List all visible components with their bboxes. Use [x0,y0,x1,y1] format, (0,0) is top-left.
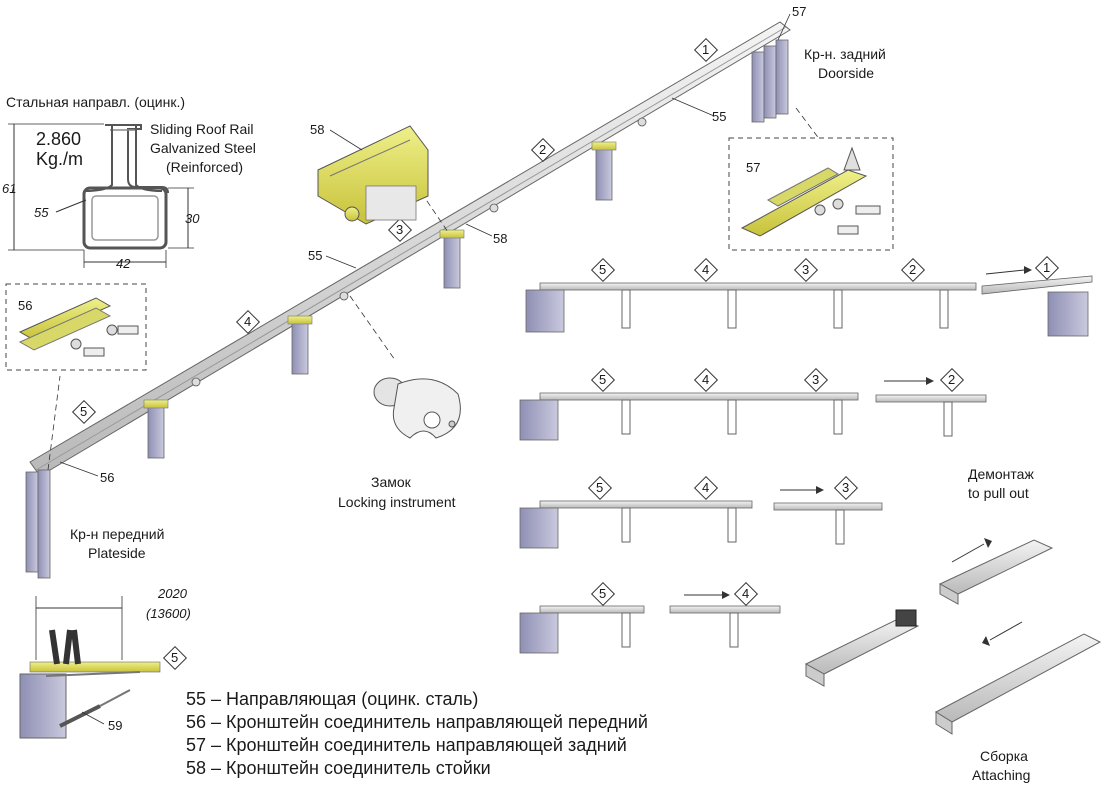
rear-bracket-detail [728,137,894,251]
assemble-ru: Сборка [980,748,1028,764]
section-5-label: 5 [80,404,88,419]
seq-r1-3: 3 [802,262,810,277]
rear-bracket-ref: 57 [792,4,807,19]
seq-r2-3: 3 [812,372,820,387]
lock-en: Locking instrument [338,494,456,510]
dim-inner: 30 [185,211,200,226]
profile-weight-unit: Kg./m [36,149,84,169]
assemble-en: Attaching [972,767,1031,783]
profile-title: Стальная направл. (оцинк.) [6,94,186,110]
legend-item: 55 – Направляющая (оцинк. сталь) [186,689,479,709]
section-2-label: 2 [539,142,547,157]
seq-r1-1: 1 [1043,260,1051,275]
profile-name-3: (Reinforced) [166,159,244,175]
main-rail [25,13,821,579]
seq-r1-2: 2 [909,262,917,277]
section-1-label: 1 [702,42,710,57]
section-markers [71,37,719,425]
seq-r4-4: 4 [742,586,750,601]
lock-ru: Замок [371,474,411,490]
seq-r4-5: 5 [599,586,607,601]
seq-r3-4: 4 [702,480,710,495]
legend-item: 56 – Кронштейн соединитель направляющей … [186,712,648,732]
seq-r3-3: 3 [842,480,850,495]
front-bracket-detail [5,283,147,371]
front-bracket-en: Plateside [88,545,146,561]
seq-r2-2: 2 [948,372,956,387]
seq-r1-5: 5 [599,262,607,277]
profile-part-ref: 55 [34,205,49,220]
dim-height: 61 [2,181,17,196]
seq-r3-5: 5 [596,480,604,495]
detail-58-ref: 58 [310,122,325,137]
rail-coupling-detail [804,538,1102,735]
dimension-length-alt: (13600) [146,606,191,621]
dimension-length: 2020 [158,586,187,601]
front-bracket-ref: 56 [100,470,115,485]
seq-r1-4: 4 [702,262,710,277]
rail-profile-drawing [8,123,194,268]
seq-r2-5: 5 [599,372,607,387]
trailer-front-detail [19,596,188,739]
rail-ref-mid: 55 [308,248,323,263]
locking-instrument [373,377,461,439]
profile-name-1: Sliding Roof Rail [150,121,254,137]
profile-weight: 2.860 [36,129,82,149]
seq-r2-4: 4 [702,372,710,387]
post-bracket-ref: 58 [493,231,508,246]
legend-item: 57 – Кронштейн соединитель направляющей … [186,735,627,755]
legend-item: 58 – Кронштейн соединитель стойки [186,758,491,778]
rail-ref-top: 55 [712,109,727,124]
detail-57-ref: 57 [746,160,761,175]
trailer-section-5: 5 [171,650,179,665]
section-3-label: 3 [396,222,404,237]
strut-ref: 59 [108,718,123,733]
detail-56-ref: 56 [18,298,33,313]
dim-width: 42 [116,256,131,271]
parts-legend: 55 – Направляющая (оцинк. сталь) 56 – Кр… [186,688,648,780]
dismantle-sequence [519,255,1093,654]
dismantle-ru: Демонтаж [968,466,1034,482]
dismantle-en: to pull out [968,485,1029,501]
front-bracket-ru: Кр-н передний [70,526,165,542]
rear-bracket-en: Doorside [818,65,875,81]
rear-bracket-ru: Кр-н. задний [804,46,886,62]
profile-name-2: Galvanized Steel [150,140,256,156]
section-4-label: 4 [244,314,252,329]
post-bracket-detail [317,125,429,225]
